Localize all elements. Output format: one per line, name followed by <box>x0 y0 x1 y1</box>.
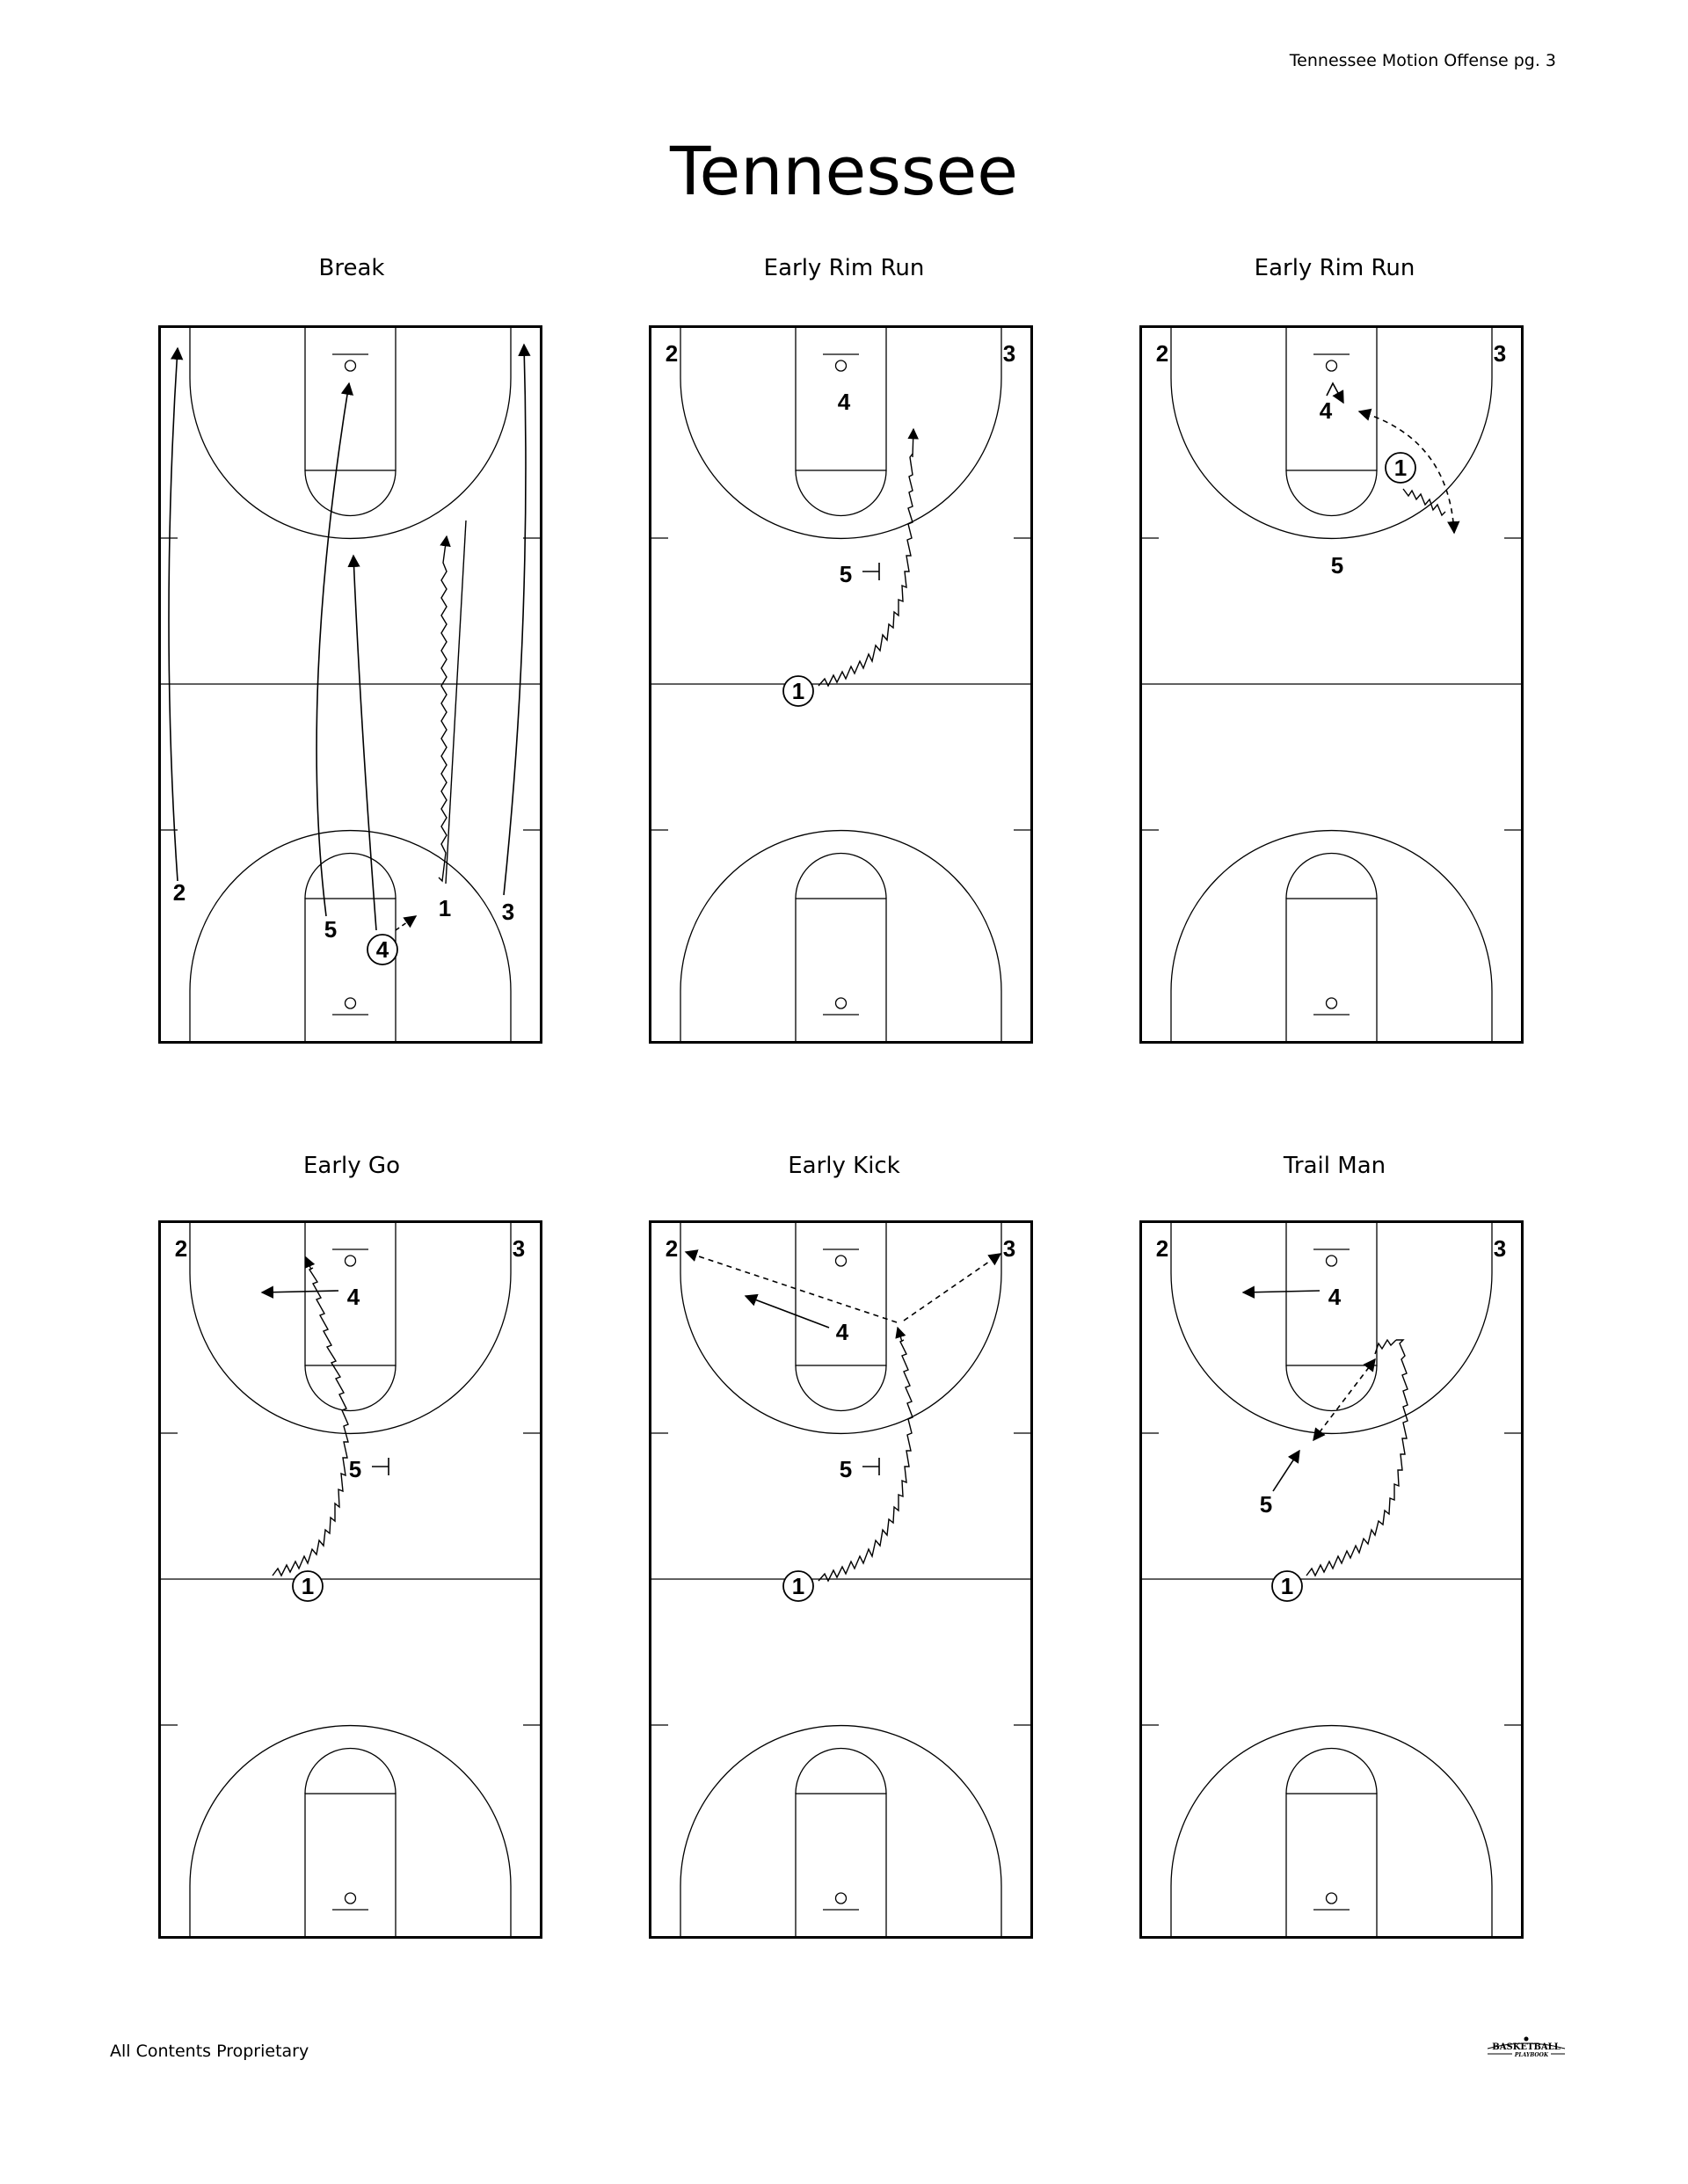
player-2: 2 <box>1156 1235 1168 1262</box>
player-3: 3 <box>502 899 514 925</box>
player-1: 1 <box>1281 1573 1293 1599</box>
cut-path-4 <box>744 1293 830 1329</box>
player-5: 5 <box>840 561 852 587</box>
dribble-squiggle-hook <box>1374 1338 1397 1355</box>
dribble-squiggle-1 <box>818 1339 913 1583</box>
player-3: 3 <box>1494 1235 1506 1262</box>
player-3: 3 <box>513 1235 525 1262</box>
player-5: 5 <box>1331 552 1343 579</box>
court-early-rim-run-2: 2 3 4 5 1 <box>1139 325 1524 1044</box>
dribble-squiggle-1 <box>272 1267 349 1577</box>
cut-path-4 <box>347 554 377 931</box>
court-early-rim-run-1: 2 3 4 5 1 <box>649 325 1033 1044</box>
dribble-arrow-1 <box>895 1326 906 1343</box>
pass-path-left <box>684 1249 898 1323</box>
panel-title-early-kick: Early Kick <box>788 1153 900 1179</box>
pass-path <box>1313 1358 1376 1442</box>
player-4: 4 <box>838 389 851 415</box>
player-3: 3 <box>1494 340 1506 367</box>
panel-title-break: Break <box>318 255 385 281</box>
player-4: 4 <box>1320 397 1333 424</box>
ball-handler-circle <box>1385 452 1416 484</box>
player-4: 4 <box>836 1319 849 1345</box>
basketball-playbook-logo: BASKETBALL PLAYBOOK <box>1487 2036 1566 2058</box>
player-1: 1 <box>439 895 451 921</box>
court-early-kick: 2 3 4 5 1 <box>649 1220 1033 1939</box>
player-1: 1 <box>302 1573 314 1599</box>
svg-text:PLAYBOOK: PLAYBOOK <box>1514 2052 1549 2058</box>
dribble-squiggle-1 <box>1306 1339 1408 1577</box>
ball-handler-circle <box>782 1570 814 1602</box>
player-1: 1 <box>792 1573 804 1599</box>
player-4: 4 <box>376 936 389 963</box>
player-1: 1 <box>1394 455 1407 481</box>
player-1: 1 <box>792 678 804 704</box>
court-early-go: 2 3 4 5 1 <box>158 1220 542 1939</box>
page-title: Tennessee <box>669 132 1019 210</box>
player-5: 5 <box>349 1456 361 1482</box>
dribble-path-1 <box>445 520 467 885</box>
panel-title-early-go: Early Go <box>303 1153 400 1179</box>
ball-handler-circle <box>1271 1570 1303 1602</box>
dribble-arrow-1 <box>304 1256 316 1270</box>
page-header: Tennessee Motion Offense pg. 3 <box>1289 51 1556 70</box>
dribble-squiggle-1 <box>1402 488 1446 517</box>
footer-text: All Contents Proprietary <box>110 2042 309 2061</box>
cut-path-2 <box>168 346 184 882</box>
screen-marker <box>862 1458 880 1475</box>
player-2: 2 <box>175 1235 187 1262</box>
court-trail-man: 2 3 4 5 1 <box>1139 1220 1524 1939</box>
cut-path-5 <box>316 382 354 917</box>
ball-handler-circle <box>367 934 398 965</box>
player-4: 4 <box>1328 1284 1342 1310</box>
player-5: 5 <box>324 916 337 943</box>
player-3: 3 <box>1003 1235 1015 1262</box>
pass-path-right <box>903 1253 1002 1321</box>
player-2: 2 <box>666 340 678 367</box>
dribble-squiggle-1 <box>438 535 451 883</box>
cut-path-3 <box>503 343 531 896</box>
panel-title-early-rim-run-1: Early Rim Run <box>763 255 925 281</box>
player-5: 5 <box>840 1456 852 1482</box>
panel-title-trail-man: Trail Man <box>1283 1153 1386 1179</box>
cut-path-4 <box>1241 1285 1321 1299</box>
dribble-squiggle-1 <box>818 453 913 688</box>
panel-title-early-rim-run-2: Early Rim Run <box>1254 255 1415 281</box>
cut-path-4 <box>260 1285 339 1299</box>
screen-marker <box>862 563 880 580</box>
ball-handler-circle <box>782 675 814 707</box>
player-3: 3 <box>1003 340 1015 367</box>
player-2: 2 <box>173 879 186 906</box>
ball-handler-circle <box>292 1570 324 1602</box>
pass-path <box>395 915 418 931</box>
svg-text:BASKETBALL: BASKETBALL <box>1492 2042 1560 2052</box>
player-2: 2 <box>666 1235 678 1262</box>
pass-path <box>1357 408 1460 535</box>
player-2: 2 <box>1156 340 1168 367</box>
court-break: 2 3 5 1 4 <box>158 325 542 1044</box>
cut-path-4 <box>1326 382 1344 404</box>
cut-path-5 <box>1272 1449 1300 1492</box>
screen-marker <box>372 1458 389 1475</box>
player-5: 5 <box>1260 1491 1272 1518</box>
player-4: 4 <box>347 1284 360 1310</box>
